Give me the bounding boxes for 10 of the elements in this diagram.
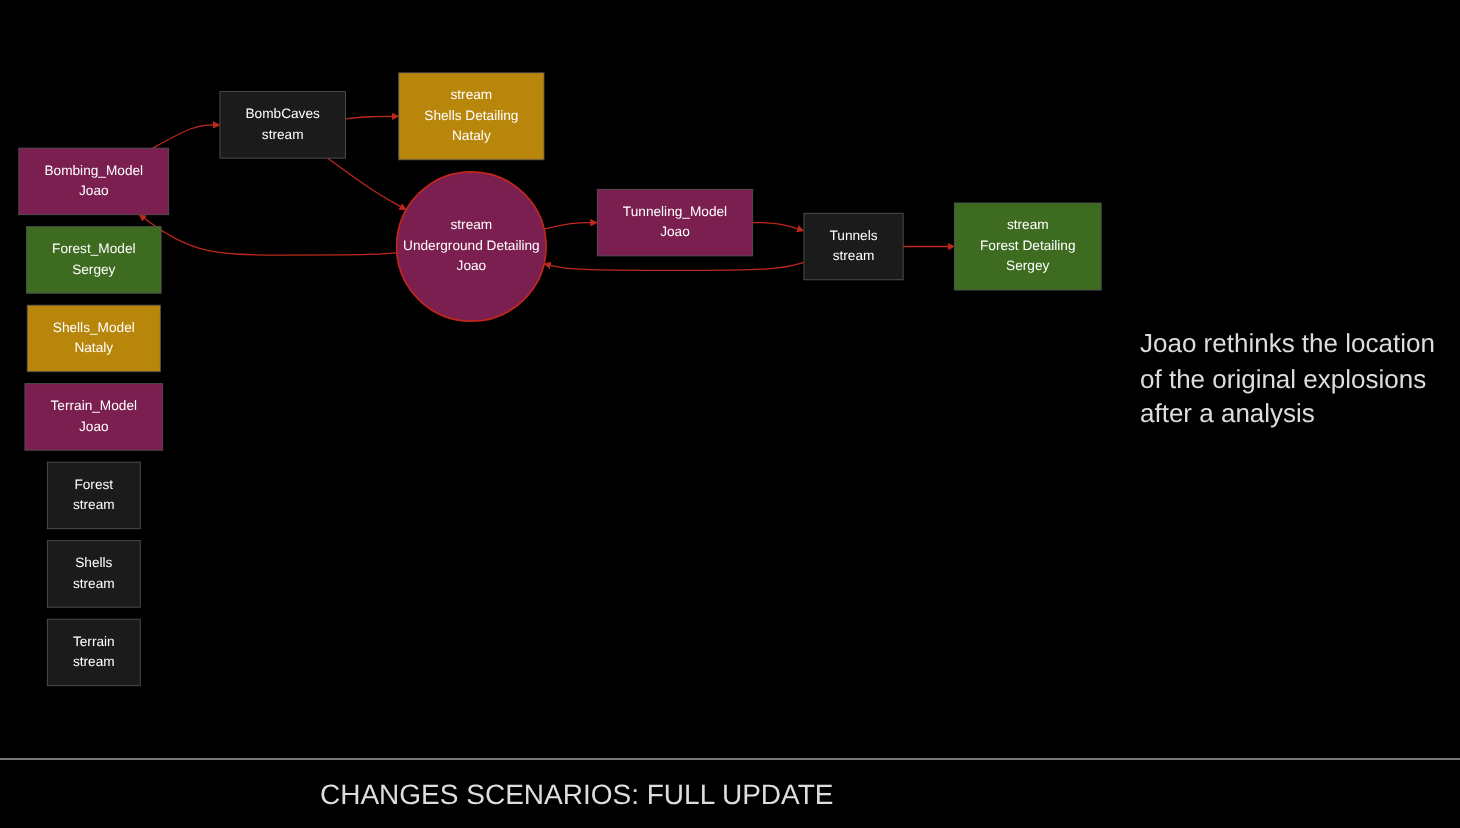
arrow xyxy=(543,218,598,230)
arrow xyxy=(152,120,221,149)
caption: CHANGES SCENARIOS: FULL UPDATE xyxy=(320,778,834,810)
arrow xyxy=(327,157,407,210)
arrow xyxy=(752,221,805,232)
annotation-note: Joao rethinks the location of the original explosions after a analysis xyxy=(1140,326,1437,432)
arrow xyxy=(138,214,398,256)
arrow xyxy=(543,261,805,271)
arrow xyxy=(344,112,400,120)
arrow xyxy=(902,242,955,250)
